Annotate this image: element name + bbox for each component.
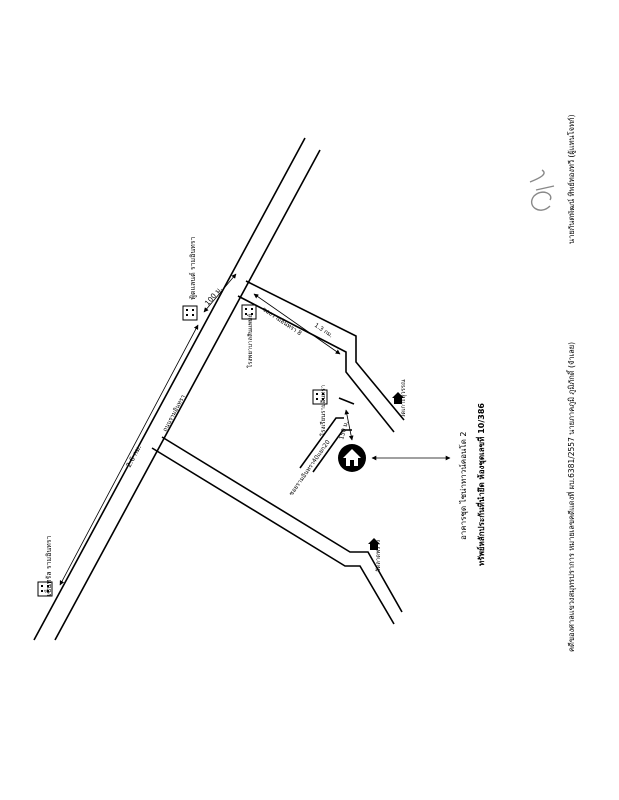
central-building-icon: [37, 581, 53, 597]
label-main-distance: 2.6 กม.: [125, 444, 144, 469]
label-hospital: โรงพยาบาลสินแพทย์: [246, 314, 254, 368]
signature-image: [529, 169, 555, 211]
school-building-icon: [312, 389, 328, 405]
temple-south-icon: [368, 538, 380, 550]
dim-soi: [253, 293, 341, 355]
property-title: อาคารชุด ไชน่าทาวน์คอนโด 2: [458, 432, 468, 541]
label-to-site: 150 ม.: [338, 420, 350, 440]
big-c-building-icon: [182, 305, 198, 321]
label-central: เซ็นทรัล รามอินทรา: [44, 536, 53, 596]
label-temple-north: วัดเกาะสุวรรณ: [400, 379, 407, 418]
label-soi-8: ซอยรามอินทรา 8: [261, 306, 303, 337]
label-school: โรงเรียนรามอินทรา: [319, 385, 327, 436]
label-big-c: ฟู้ดแลนด์ รามอินทรา: [189, 236, 197, 300]
label-to-big-c: 100 ม.: [203, 285, 224, 307]
footer-case-text: คดีของศาลแขวงสมุทรปราการ หมายเลขคดีแดงที…: [566, 342, 576, 652]
label-temple-south: วัดลาดพร้าว: [375, 540, 382, 572]
label-soi: ซอยรามอินทรา40แยก20: [288, 439, 332, 497]
main-road: [33, 137, 321, 641]
temple-north-icon: [392, 392, 404, 404]
label-main-road: ถนนรามอินทรา: [162, 394, 187, 433]
dim-main-road: [59, 324, 199, 586]
dim-to-site: [344, 409, 354, 441]
property-home-icon: [338, 444, 366, 472]
hospital-building-icon: [241, 304, 257, 320]
dim-to-big-c: [203, 273, 237, 313]
footer-signer: นายกันตพัฒน์ ทิพย์ทองทวี (ผู้แทนโจทก์): [567, 114, 576, 244]
property-subtitle: ทรัพย์หลักประกันที่นำยึด ห้องชุดเลขที่ 1…: [475, 403, 487, 566]
south-branch-road: [151, 436, 403, 625]
